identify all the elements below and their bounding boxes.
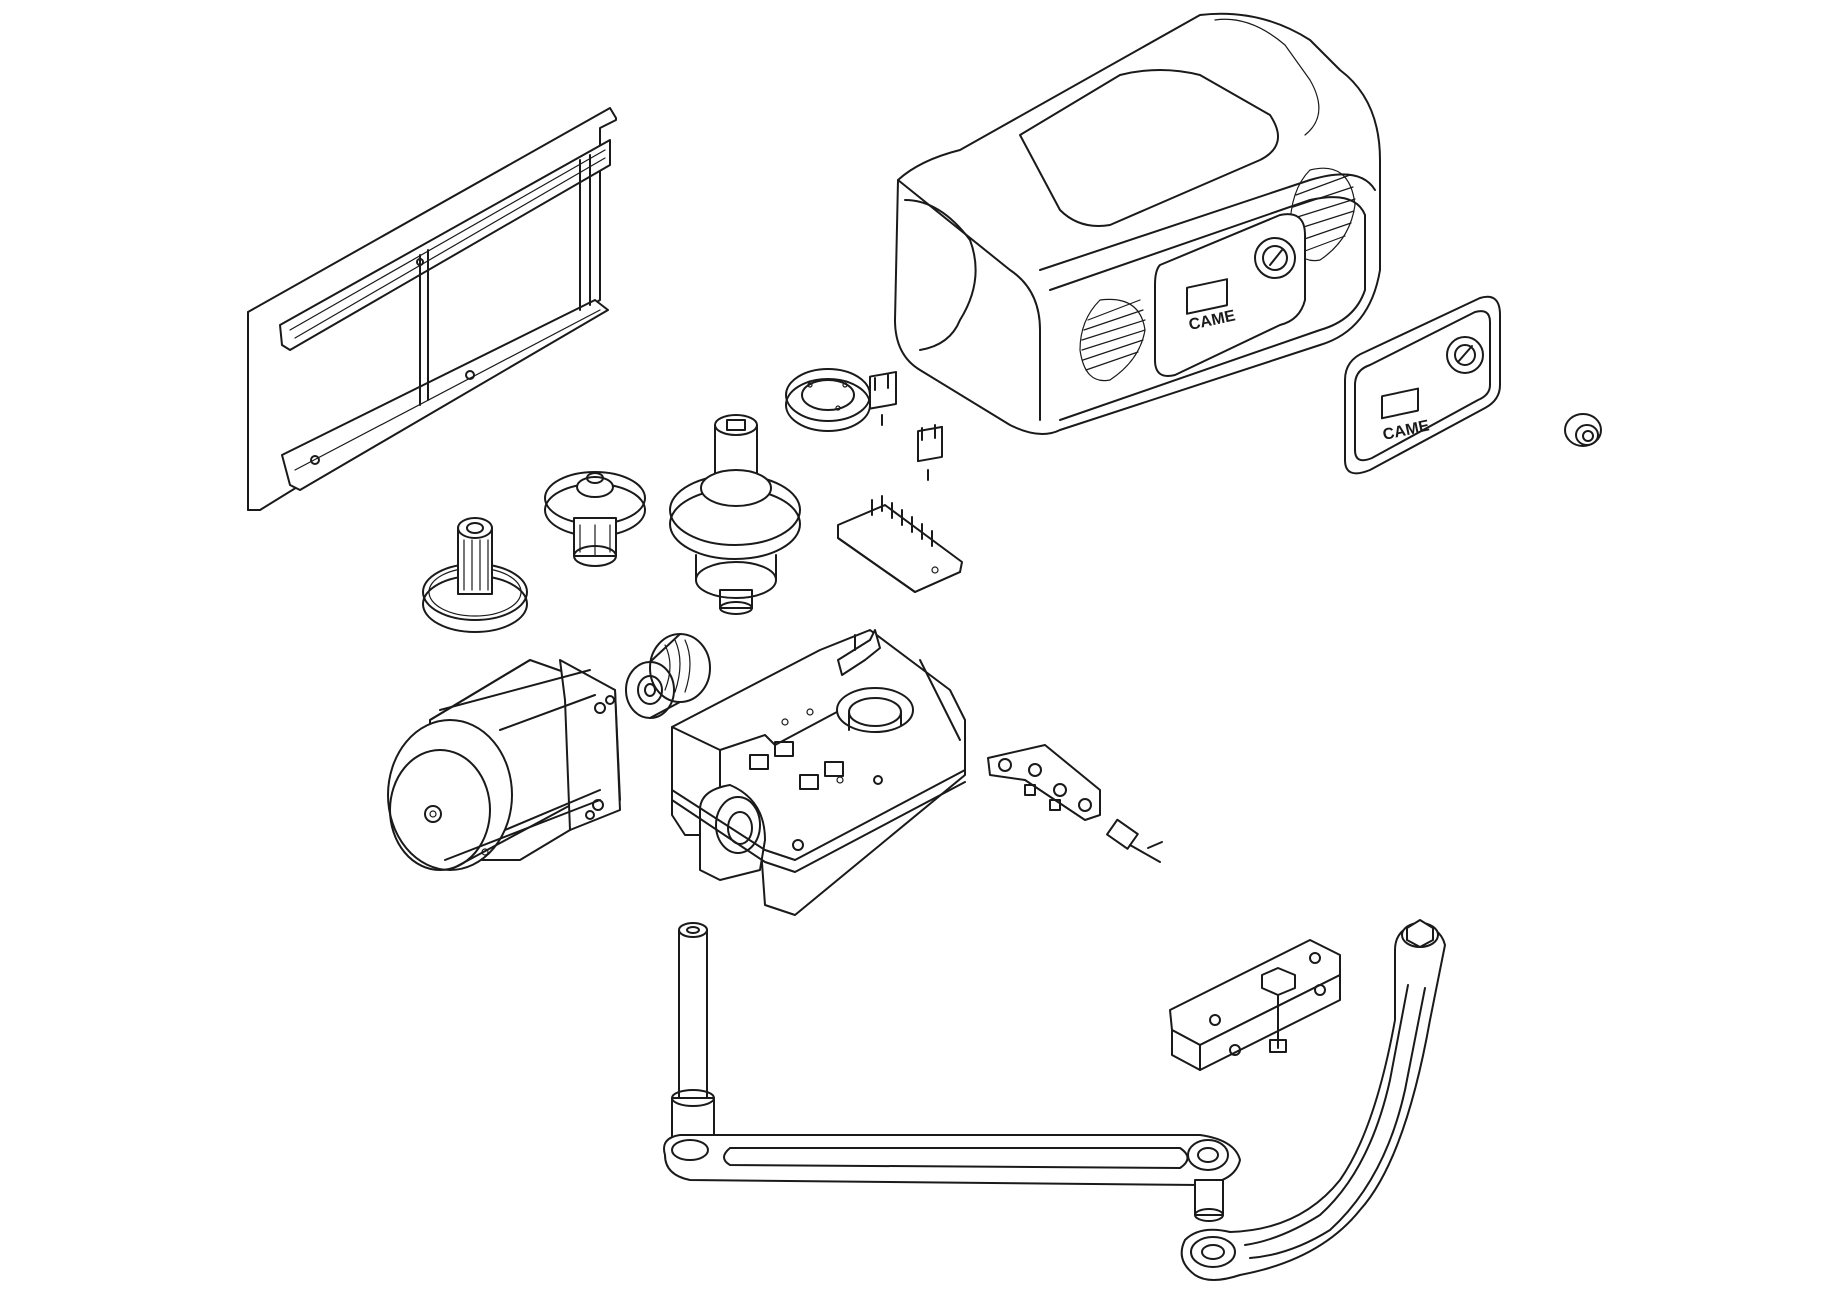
cover-badge-panel: CAME <box>1154 213 1306 377</box>
plug-cap <box>1564 413 1602 447</box>
arm-mounting-bracket <box>1169 939 1341 1071</box>
microswitch-lower <box>917 424 943 481</box>
terminal-board <box>837 495 963 593</box>
electric-motor <box>387 659 621 871</box>
drive-arm-curved <box>1180 919 1446 1281</box>
microswitch-upper <box>869 370 897 426</box>
vent-grille-left <box>1079 298 1146 382</box>
encoder-ring <box>785 368 871 432</box>
wire-connector <box>1106 818 1163 863</box>
motor-cover-housing: CAME <box>894 12 1381 435</box>
mounting-plate <box>247 107 617 511</box>
terminal-block-strip <box>987 744 1101 821</box>
release-key-panel: CAME <box>1344 295 1501 475</box>
spur-gear-medium <box>544 471 646 567</box>
worm-pulley <box>625 633 711 719</box>
drive-arm-straight <box>663 922 1241 1222</box>
gearbox-housing <box>671 629 966 916</box>
output-gear-shaft <box>669 414 801 615</box>
spur-gear-small <box>422 517 528 633</box>
